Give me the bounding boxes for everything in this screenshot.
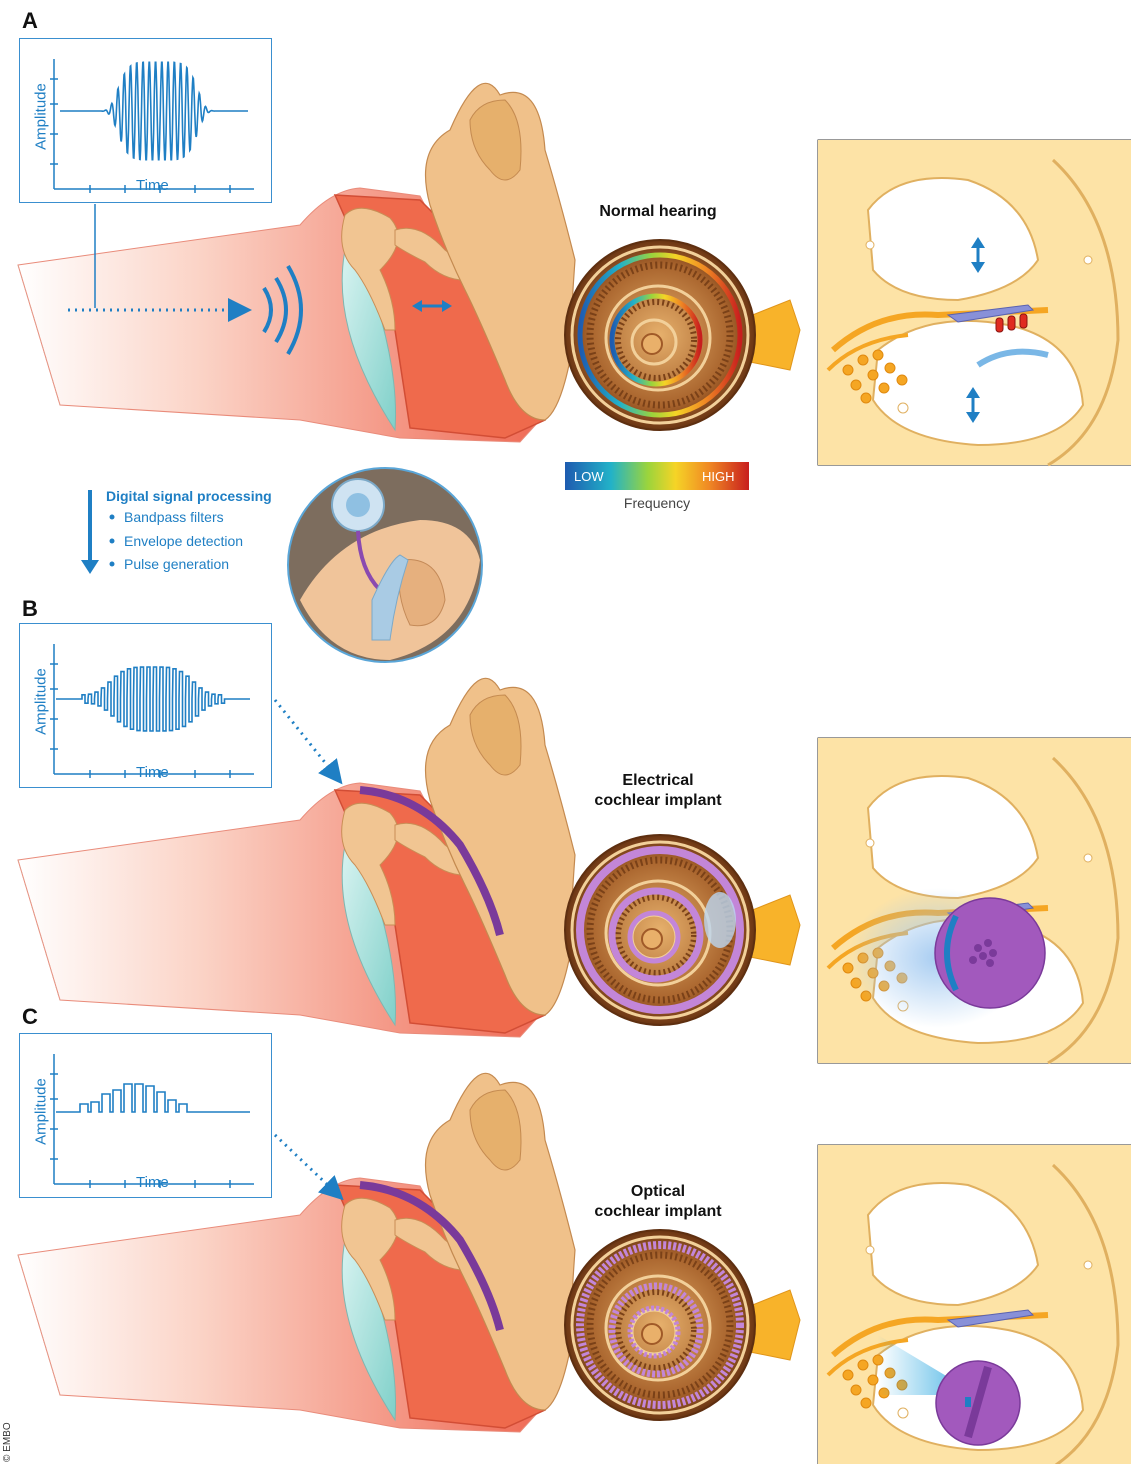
panel-c-optical-pulses (56, 1084, 250, 1112)
dsp-item-bandpass: Bandpass filters (124, 509, 224, 525)
dsp-item-pulse: Pulse generation (124, 556, 229, 572)
panel-c-letter: C (22, 1004, 38, 1030)
panel-a-heading: Normal hearing (568, 202, 748, 222)
panel-c-cross-section (818, 1145, 1131, 1464)
panel-c-xlabel: Time (136, 1174, 169, 1191)
panel-b-ylabel: Amplitude (33, 657, 50, 747)
panel-c-ylabel: Amplitude (33, 1067, 50, 1157)
panel-b-heading-line2: cochlear implant (568, 791, 748, 811)
frequency-high-label: HIGH (702, 469, 735, 484)
panel-a-sound-wave (60, 62, 248, 159)
panel-a-ylabel: Amplitude (33, 72, 50, 162)
panel-b-cross-section (818, 738, 1131, 1063)
panel-c-heading-line2: cochlear implant (568, 1202, 748, 1222)
panel-a-cross-section (818, 140, 1131, 465)
panel-c-waveform (20, 1034, 271, 1197)
panel-a-letter: A (22, 8, 38, 34)
panel-b-letter: B (22, 596, 38, 622)
dsp-item-envelope: Envelope detection (124, 533, 243, 549)
panel-b-heading-line1: Electrical (568, 771, 748, 791)
panel-b-waveform (20, 624, 271, 787)
speech-processor-illustration (288, 468, 482, 662)
frequency-caption: Frequency (565, 495, 749, 511)
panel-c-heading-line1: Optical (568, 1182, 748, 1202)
panel-b-pulse-train (56, 667, 250, 731)
dsp-title: Digital signal processing (106, 488, 272, 504)
frequency-low-label: LOW (574, 469, 604, 484)
panel-a-xlabel: Time (136, 177, 169, 194)
panel-b-xlabel: Time (136, 764, 169, 781)
copyright-credit: © EMBO (2, 1422, 13, 1462)
